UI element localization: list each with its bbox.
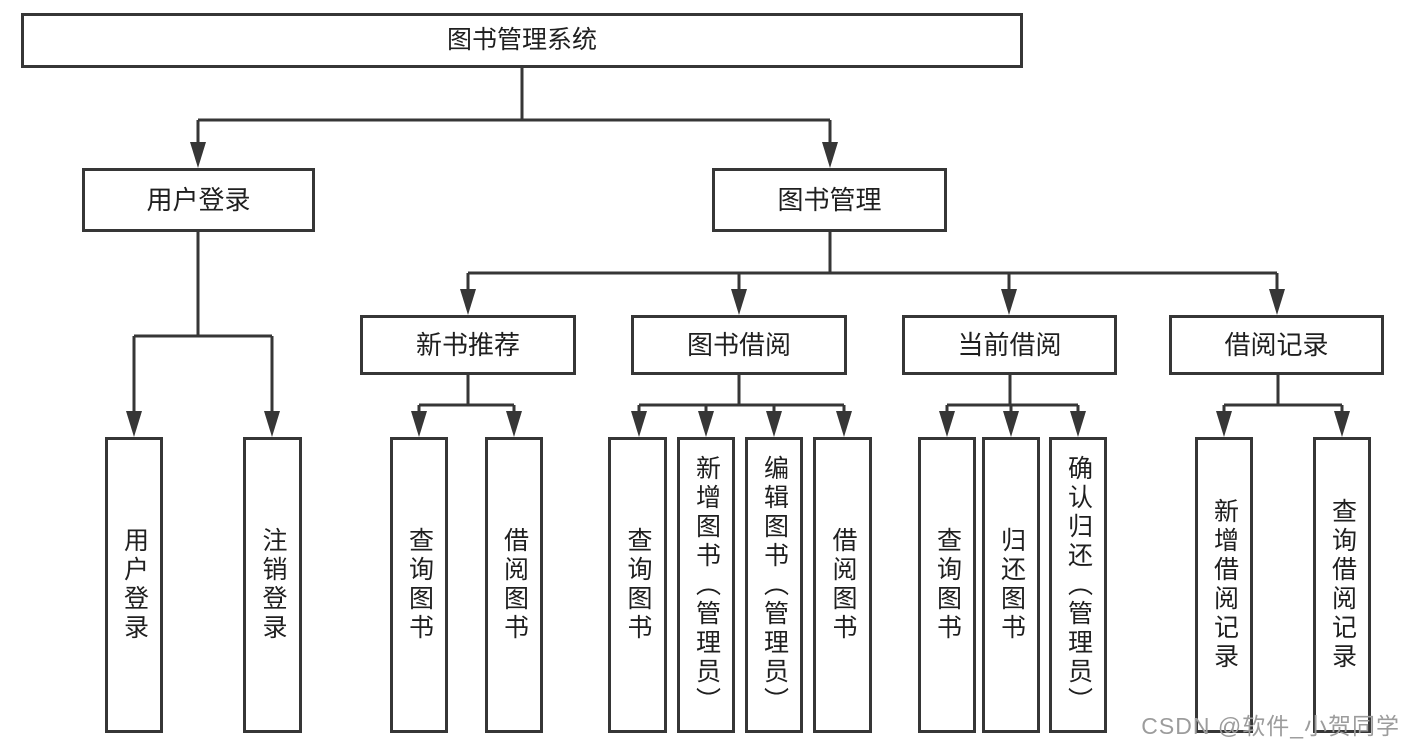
node-root-system: 图书管理系统 bbox=[21, 13, 1023, 68]
leaf-add-borrow-record: 新增借阅记录 bbox=[1195, 437, 1253, 733]
arrow-icon bbox=[1003, 411, 1019, 437]
node-label: 新书推荐 bbox=[415, 330, 520, 360]
node-label: 查询图书 bbox=[933, 527, 962, 643]
node-current-borrow: 当前借阅 bbox=[902, 315, 1117, 375]
connector-path bbox=[132, 68, 1344, 416]
arrow-icon bbox=[731, 289, 747, 315]
node-label: 编辑图书（管理员） bbox=[760, 454, 789, 716]
leaf-return-books: 归还图书 bbox=[982, 437, 1040, 733]
leaf-confirm-return-admin: 确认归还（管理员） bbox=[1049, 437, 1107, 733]
arrow-icon bbox=[1070, 411, 1086, 437]
arrow-icon bbox=[264, 411, 280, 437]
node-label: 查询图书 bbox=[405, 527, 434, 643]
leaf-add-books-admin: 新增图书（管理员） bbox=[677, 437, 735, 733]
node-label: 新增图书（管理员） bbox=[692, 454, 721, 716]
node-user-login: 用户登录 bbox=[82, 168, 315, 232]
arrow-icon bbox=[631, 411, 647, 437]
arrow-icon bbox=[506, 411, 522, 437]
node-label: 当前借阅 bbox=[957, 330, 1062, 360]
node-new-book-recommend: 新书推荐 bbox=[360, 315, 576, 375]
leaf-query-books-2: 查询图书 bbox=[608, 437, 667, 733]
leaf-query-books-1: 查询图书 bbox=[390, 437, 448, 733]
node-label: 借阅图书 bbox=[829, 527, 857, 643]
arrow-icon bbox=[190, 142, 206, 168]
node-label: 图书管理系统 bbox=[446, 26, 597, 54]
arrow-icon bbox=[411, 411, 427, 437]
node-book-management: 图书管理 bbox=[712, 168, 947, 232]
node-label: 借阅记录 bbox=[1224, 330, 1329, 360]
arrow-icon bbox=[822, 142, 838, 168]
node-label: 查询图书 bbox=[624, 527, 652, 643]
arrow-icon bbox=[836, 411, 852, 437]
node-label: 注销登录 bbox=[259, 527, 287, 643]
arrow-icon bbox=[460, 289, 476, 315]
arrowheads bbox=[126, 142, 1350, 437]
arrow-icon bbox=[1334, 411, 1350, 437]
csdn-watermark: CSDN @软件_小贺同学 bbox=[1141, 713, 1400, 739]
leaf-borrow-books-1: 借阅图书 bbox=[485, 437, 543, 733]
leaf-borrow-books-2: 借阅图书 bbox=[813, 437, 872, 733]
leaf-edit-books-admin: 编辑图书（管理员） bbox=[745, 437, 803, 733]
leaf-logout: 注销登录 bbox=[243, 437, 302, 733]
node-label: 借阅图书 bbox=[500, 527, 529, 643]
node-borrow-record: 借阅记录 bbox=[1169, 315, 1384, 375]
arrow-icon bbox=[1269, 289, 1285, 315]
arrow-icon bbox=[1216, 411, 1232, 437]
node-label: 归还图书 bbox=[997, 527, 1026, 643]
arrow-icon bbox=[1001, 289, 1017, 315]
arrow-icon bbox=[126, 411, 142, 437]
leaf-query-books-3: 查询图书 bbox=[918, 437, 976, 733]
node-book-borrow: 图书借阅 bbox=[631, 315, 847, 375]
node-label: 用户登录 bbox=[146, 185, 251, 215]
leaf-user-login: 用户登录 bbox=[105, 437, 163, 733]
node-label: 图书借阅 bbox=[686, 330, 791, 360]
node-label: 确认归还（管理员） bbox=[1064, 454, 1093, 716]
arrow-icon bbox=[698, 411, 714, 437]
node-label: 用户登录 bbox=[120, 527, 149, 643]
arrow-icon bbox=[766, 411, 782, 437]
node-label: 查询借阅记录 bbox=[1328, 498, 1357, 672]
arrow-icon bbox=[939, 411, 955, 437]
leaf-query-borrow-record: 查询借阅记录 bbox=[1313, 437, 1371, 733]
node-label: 新增借阅记录 bbox=[1210, 498, 1239, 672]
node-label: 图书管理 bbox=[777, 185, 882, 215]
